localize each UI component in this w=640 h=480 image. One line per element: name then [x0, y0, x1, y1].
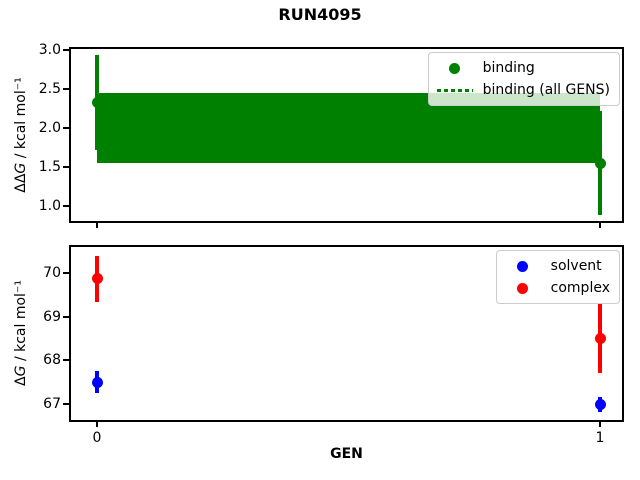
legend-entry-binding-all-gens: binding (all GENS) — [435, 79, 610, 101]
top-y-axis-label-prefix: ΔΔ — [13, 173, 29, 193]
legend-entry-complex: complex — [503, 277, 610, 299]
legend-entry-binding: binding — [435, 57, 610, 79]
y-tick — [63, 49, 69, 51]
complex-data-point — [594, 333, 606, 344]
legend-label-binding-all-gens: binding (all GENS) — [482, 82, 610, 98]
y-tick-label: 2.0 — [38, 120, 61, 136]
bottom-legend: solvent complex — [495, 250, 620, 304]
chart-title: RUN4095 — [278, 5, 362, 24]
y-tick — [63, 359, 69, 362]
x-tick — [599, 422, 601, 427]
y-tick — [63, 88, 69, 90]
top-legend: binding binding (all GENS) — [427, 52, 620, 106]
legend-label-complex: complex — [550, 280, 610, 296]
binding-data-point — [594, 157, 606, 169]
top-plot-area: binding binding (all GENS) 3.0 2.5 2.0 1.5 1… — [39, 42, 624, 228]
solvent-data-point — [91, 376, 103, 388]
bottom-plot-area: solvent complex 70 69 68 67 0 1 — [43, 245, 624, 446]
y-tick-label: 2.5 — [38, 81, 61, 97]
y-tick — [63, 272, 69, 274]
x-tick — [96, 223, 98, 228]
binding-data-point — [91, 96, 103, 108]
y-tick — [63, 403, 69, 405]
bottom-y-axis-label-prefix: Δ — [13, 376, 29, 386]
y-tick-label: 69 — [43, 308, 61, 325]
binding-marker-icon — [435, 62, 475, 74]
x-tick — [599, 223, 601, 228]
bottom-y-axis-label: ΔG / kcal mol⁻¹ — [13, 280, 29, 386]
y-tick-label: 3.0 — [38, 42, 61, 58]
y-tick — [63, 205, 69, 207]
legend-label-solvent: solvent — [550, 258, 602, 274]
y-tick-label: 67 — [43, 396, 61, 412]
solvent-data-point — [594, 399, 606, 411]
x-tick-label: 1 — [595, 430, 605, 446]
x-axis-label: GEN — [330, 446, 363, 462]
solvent-marker-icon — [503, 260, 543, 272]
x-tick-label: 0 — [92, 430, 102, 446]
y-tick-label: 68 — [43, 352, 61, 369]
y-tick-label: 1.5 — [38, 159, 61, 175]
y-tick — [63, 315, 69, 318]
legend-entry-solvent: solvent — [503, 255, 610, 277]
y-tick — [63, 127, 69, 129]
y-tick-label: 70 — [43, 265, 61, 281]
legend-label-binding: binding — [482, 60, 535, 76]
dotted-line-icon — [435, 88, 475, 92]
x-tick — [96, 422, 98, 427]
y-tick — [63, 166, 69, 168]
complex-data-point — [91, 273, 103, 285]
complex-marker-icon — [503, 282, 543, 294]
y-tick-label: 1.0 — [38, 198, 61, 214]
